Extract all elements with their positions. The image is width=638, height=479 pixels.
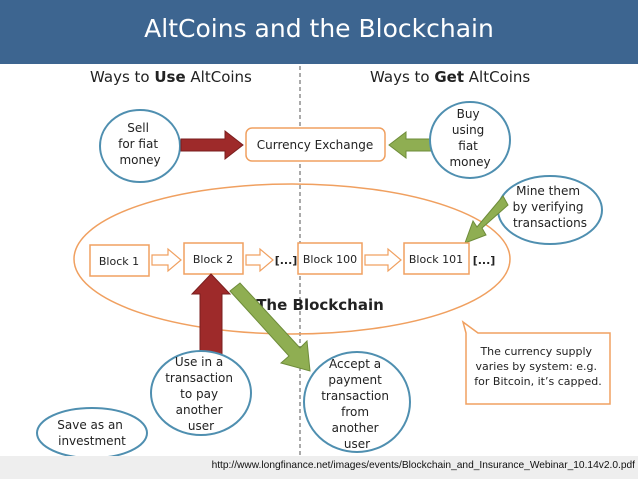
note-text: The currency supply varies by system: e.… [474, 345, 601, 388]
use-transaction-bubble [150, 350, 252, 436]
source-url[interactable]: http://www.longfinance.net/images/events… [211, 460, 635, 471]
blockchain-ellipse [73, 183, 511, 335]
buy-bubble [429, 101, 511, 179]
mine-text: Mine them by verifying transactions [513, 184, 588, 230]
note-callout [461, 320, 611, 405]
chain-arrow-1 [151, 247, 182, 273]
save-investment-text: Save as an investment [57, 418, 126, 448]
accept-payment-bubble [303, 351, 411, 453]
ellipsis-1: [...] [275, 254, 298, 267]
sell-bubble [99, 109, 181, 183]
buy-text: Buy using fiat money [449, 107, 490, 169]
red-arrow-use [190, 273, 232, 358]
currency-exchange-label: Currency Exchange [257, 138, 374, 152]
footer-band [0, 456, 638, 479]
green-arrow-accept [229, 282, 311, 372]
block-101 [403, 242, 470, 275]
block-101-label: Block 101 [409, 253, 463, 266]
currency-exchange-box [245, 127, 386, 162]
chain-arrow-2 [245, 247, 274, 273]
blockchain-label: The Blockchain [256, 296, 384, 314]
ellipsis-2: [...] [473, 254, 496, 267]
block-1 [89, 244, 150, 277]
heading-ways-to-get: Ways to Get AltCoins [370, 68, 530, 86]
green-arrow-buy [388, 130, 433, 160]
title-bar [0, 0, 638, 64]
accept-payment-text: Accept a payment transaction from anothe… [321, 357, 393, 451]
block-100-label: Block 100 [303, 253, 357, 266]
block-100 [297, 242, 363, 275]
block-2 [183, 242, 244, 275]
sell-text: Sell for fiat money [118, 121, 162, 167]
use-transaction-text: Use in a transaction to pay another user [165, 355, 237, 433]
red-arrow-sell [180, 129, 244, 161]
save-investment-bubble [36, 407, 148, 459]
heading-ways-to-use: Ways to Use AltCoins [90, 68, 252, 86]
block-1-label: Block 1 [99, 255, 139, 268]
chain-arrow-3 [364, 247, 402, 273]
slide-title: AltCoins and the Blockchain [144, 14, 494, 43]
green-arrow-mine [464, 195, 509, 244]
block-2-label: Block 2 [193, 253, 233, 266]
